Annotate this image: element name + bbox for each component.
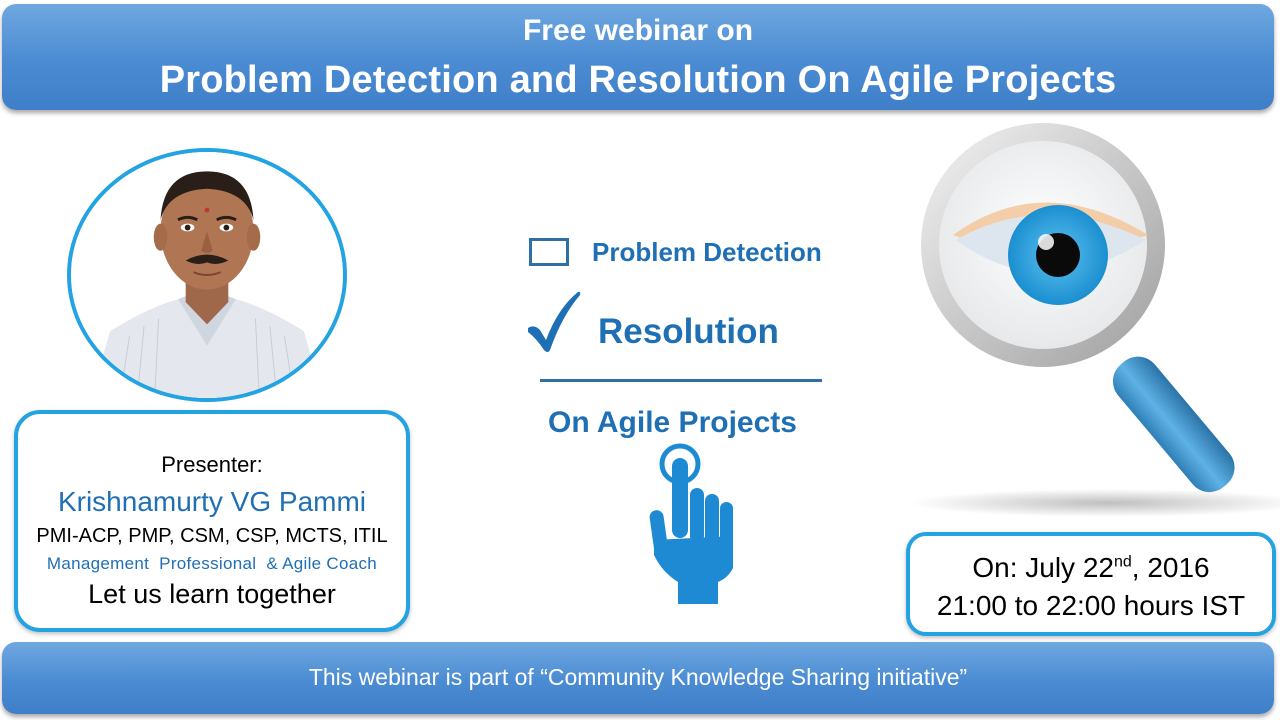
header-title: Problem Detection and Resolution On Agil… (159, 59, 1117, 101)
magnifier-eye-icon (908, 123, 1280, 517)
presenter-tagline: Let us learn together (88, 579, 336, 609)
checklist-item-resolution: Resolution (598, 312, 779, 351)
schedule-date-year: , 2016 (1131, 552, 1210, 583)
schedule-card: On: July 22nd, 2016 21:00 to 22:00 hours… (906, 532, 1276, 636)
presenter-credentials: PMI-ACP, PMP, CSM, CSP, MCTS, ITIL (36, 525, 388, 547)
presenter-card: Presenter: Krishnamurty VG Pammi PMI-ACP… (14, 410, 410, 632)
schedule-date-ordinal: nd (1113, 553, 1132, 571)
checklist-divider (540, 379, 822, 382)
schedule-time: 21:00 to 22:00 hours IST (936, 590, 1246, 621)
header-banner: Free webinar on Problem Detection and Re… (2, 4, 1274, 110)
header-subtitle: Free webinar on (522, 14, 754, 47)
checkmark-icon (528, 291, 581, 352)
checklist-footer: On Agile Projects (548, 406, 797, 439)
footer-banner: This webinar is part of “Community Knowl… (2, 642, 1274, 714)
presenter-photo (67, 148, 347, 402)
checkbox-icon (529, 238, 569, 266)
checklist-item-detection: Problem Detection (592, 237, 822, 267)
footer-text: This webinar is part of “Community Knowl… (308, 664, 968, 690)
pointing-hand-icon (649, 443, 733, 604)
schedule-date: On: July 22nd, 2016 (910, 552, 1272, 584)
presenter-label: Presenter: (161, 452, 263, 477)
presenter-role: Management Professional & Agile Coach (46, 554, 378, 573)
presenter-portrait-illustration (71, 152, 343, 398)
presenter-name: Krishnamurty VG Pammi (57, 486, 367, 517)
schedule-date-prefix: On: July 22 (972, 552, 1114, 583)
